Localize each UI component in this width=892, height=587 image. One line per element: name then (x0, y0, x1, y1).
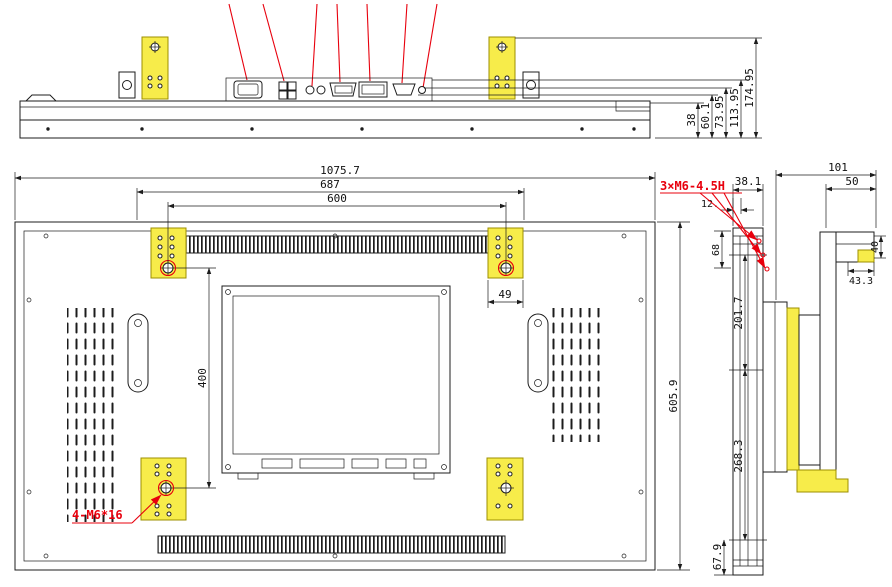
dim-connector-h5: 174.95 (743, 68, 756, 108)
dim-connector-h3: 73.95 (713, 95, 726, 128)
hdmi-port-icon (392, 83, 416, 96)
top-view: 38 60.1 73.95 113.95 174.95 (19, 3, 762, 139)
note-mount-screws: 4-M6*16 (72, 508, 123, 522)
top-chassis (19, 94, 651, 139)
side-profile (729, 227, 767, 576)
top-view-dimensions: 38 60.1 73.95 113.95 174.95 (418, 37, 762, 139)
bottom-vent-grille (157, 535, 506, 554)
wall-bracket-side-view (762, 231, 875, 493)
dim-connector-h1: 38 (685, 113, 698, 126)
dim-pad-width: 49 (498, 288, 511, 301)
side-view-dimensions: 38.1 12. 68 201.7 268.3 67.9 101 50 (660, 161, 886, 576)
note-side-holes: 3×M6-4.5H (660, 179, 725, 193)
left-vent-grille (67, 308, 117, 522)
highlighted-mount-hole (157, 479, 175, 497)
dim-vesa-width: 600 (327, 192, 347, 205)
side-view: 38.1 12. 68 201.7 268.3 67.9 101 50 (660, 161, 886, 576)
rear-screw-dots (26, 233, 644, 559)
dim-connector-h4: 113.95 (728, 88, 741, 128)
left-bevel (24, 94, 58, 102)
audio-jack-icon (316, 85, 326, 95)
audio-jack-icon (305, 85, 315, 95)
dim-top-offset: 68 (711, 244, 722, 256)
rear-view: 1075.7 687 600 605.9 400 49 4-M6*16 (14, 164, 690, 571)
dim-depth: 38.1 (735, 175, 762, 188)
dim-hook-height: 40 (870, 241, 881, 253)
bottom-hook (796, 469, 849, 493)
vga-port-icon (329, 82, 357, 97)
io-connector-panel (225, 77, 433, 102)
bracket-rail-highlight (786, 307, 800, 471)
power-connector-icon (233, 80, 263, 99)
dim-bracket-span: 687 (320, 178, 340, 191)
dim-rail-width: 50 (845, 175, 858, 188)
connector-leader-lines (228, 3, 438, 89)
front-screw-dots (46, 127, 636, 131)
dim-overall-width: 1075.7 (320, 164, 360, 177)
top-vent-grille (162, 235, 506, 254)
dim-connector-h2: 60.1 (699, 103, 712, 130)
dim-bracket-width: 101 (828, 161, 848, 174)
dim-overall-height: 605.9 (667, 379, 680, 412)
dim-vesa-height: 400 (196, 368, 209, 388)
dim-hook-width: 43.3 (849, 276, 873, 287)
right-vent-grille (552, 308, 600, 442)
usb-ports-icon (278, 81, 297, 100)
dim-lower-height: 268.3 (732, 439, 745, 472)
dim-bottom-offset: 67.9 (711, 544, 724, 571)
handle-brackets (127, 313, 549, 393)
vesa-mount-pads (140, 227, 524, 521)
wall-bracket-top-view (118, 36, 540, 100)
rear-view-dimensions: 1075.7 687 600 605.9 400 49 4-M6*16 (14, 164, 690, 571)
dim-front-depth: 12. (701, 199, 719, 210)
dvi-port-icon (358, 81, 388, 98)
dc-jack-icon (418, 86, 426, 94)
display-module (221, 285, 451, 480)
dim-upper-height: 201.7 (732, 296, 745, 329)
